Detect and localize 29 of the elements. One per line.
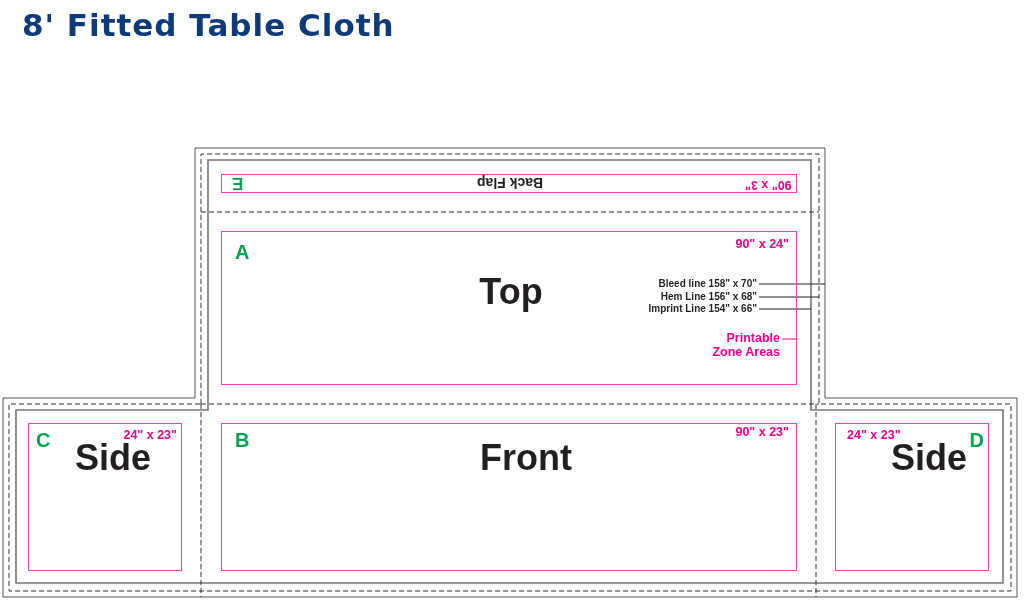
- panel-title: Front: [480, 440, 572, 476]
- panel-title: Top: [479, 274, 543, 310]
- dimension-label: 24" x 23": [123, 429, 177, 442]
- print-zone-panel: [221, 423, 797, 571]
- line-spec-label: Hem Line 156" x 68": [660, 292, 757, 302]
- print-zone-panel: [28, 423, 182, 571]
- panel-letter: B: [235, 430, 250, 450]
- panel-letter: A: [235, 242, 250, 262]
- line-spec-label: Bleed line 158" x 70": [658, 279, 757, 289]
- print-zone-panel: [221, 231, 797, 385]
- panel-letter: E: [232, 175, 244, 192]
- panel-title: Side: [75, 440, 151, 476]
- panel-title: Side: [891, 440, 967, 476]
- dimension-label: 90" x 23": [735, 426, 789, 439]
- zone-note: Printable Zone Areas: [708, 331, 780, 360]
- dimension-label: 90" x 3": [745, 178, 792, 191]
- panel-title: Back Flap: [476, 176, 544, 190]
- print-zone-panel: [221, 174, 797, 193]
- page-title: 8' Fitted Table Cloth: [22, 10, 395, 41]
- leader-line: [758, 308, 812, 310]
- leader-line: [758, 283, 826, 285]
- leader-line: [758, 296, 820, 298]
- line-spec-label: Imprint Line 154" x 66": [648, 304, 757, 314]
- dimension-label: 24" x 23": [847, 429, 901, 442]
- dimension-label: 90" x 24": [735, 238, 789, 251]
- panel-letter: C: [36, 430, 51, 450]
- print-zone-panel: [835, 423, 989, 571]
- leader-line: [781, 338, 797, 340]
- panel-letter: D: [969, 430, 984, 450]
